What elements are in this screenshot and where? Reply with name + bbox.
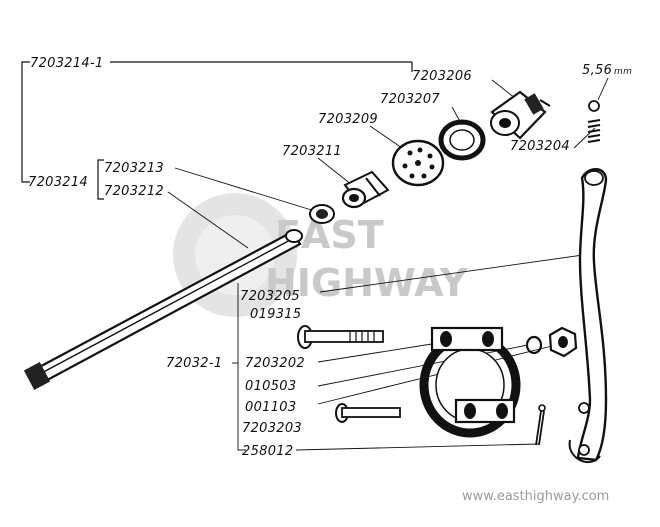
label-7203213: 7203213 [104, 161, 164, 176]
label-001103: 001103 [245, 400, 296, 415]
label-7203203: 7203203 [242, 421, 302, 436]
label-assembly-left: 7203214 [28, 175, 88, 190]
label-72032-1: 72032-1 [166, 356, 222, 371]
label-7203211: 7203211 [282, 144, 342, 159]
gear-housing [490, 90, 551, 140]
part-labels: 7203214-1 7203214 7203206 7203207 720320… [28, 56, 632, 459]
shift-lever [568, 168, 608, 463]
label-7203206: 7203206 [412, 69, 472, 84]
label-assembly-top: 7203214-1 [30, 56, 104, 71]
label-019315: 019315 [250, 307, 301, 322]
label-7203204: 7203204 [510, 139, 570, 154]
assembly-bracket [21, 61, 413, 200]
long-shaft [23, 229, 303, 390]
label-7203202: 7203202 [245, 356, 305, 371]
watermark-url: www.easthighway.com [462, 489, 609, 504]
sealing-ring [438, 119, 486, 161]
bolt-short [335, 403, 401, 423]
perforated-disc [391, 139, 445, 187]
washer-and-nut [525, 326, 578, 358]
leader-lines [167, 77, 609, 451]
label-7203212: 7203212 [104, 184, 164, 199]
gear-part [341, 170, 390, 209]
label-ball-unit: mm [614, 67, 632, 77]
watermark: EAST HIGHWAY www.easthighway.com [173, 193, 609, 504]
bolt-long [297, 325, 384, 349]
label-ball-size: 5,56 [582, 63, 612, 78]
label-7203209: 7203209 [318, 112, 378, 127]
label-7203207: 7203207 [380, 92, 440, 107]
label-010503: 010503 [245, 379, 296, 394]
label-7203205: 7203205 [240, 289, 300, 304]
watermark-logo-highway: HIGHWAY [265, 261, 468, 305]
label-258012: 258012 [242, 444, 293, 459]
cotter-pin [535, 404, 546, 446]
ball-and-spring [587, 100, 601, 143]
clamp-ring [419, 326, 521, 438]
small-bushing [309, 204, 335, 224]
